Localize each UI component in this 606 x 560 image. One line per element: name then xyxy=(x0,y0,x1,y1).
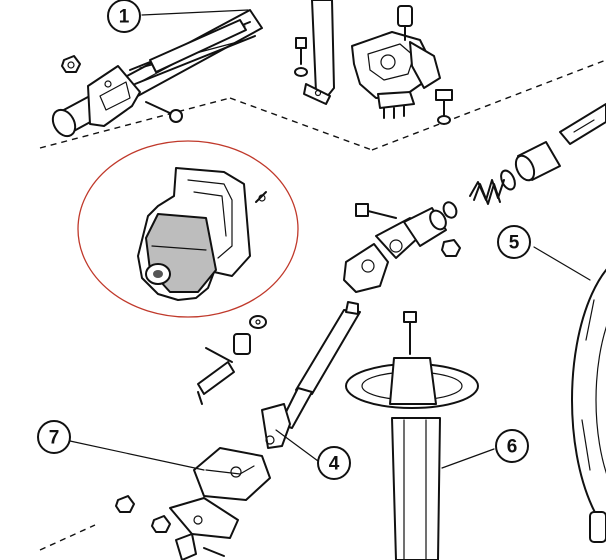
upper-steering-shaft xyxy=(559,103,606,145)
universal-joint xyxy=(343,203,461,293)
highlight-circle xyxy=(77,140,299,318)
callout-6-label: 6 xyxy=(507,437,518,458)
callout-4: 4 xyxy=(317,446,351,480)
intermediate-shaft xyxy=(261,301,361,449)
dashed-boundaries xyxy=(39,59,606,551)
callout-4-label: 4 xyxy=(329,454,340,475)
callout-1-label: 1 xyxy=(119,7,130,28)
callout-7: 7 xyxy=(37,420,71,454)
callout-1: 1 xyxy=(107,0,141,33)
steering-column-tube xyxy=(51,9,263,138)
shaft-small-parts xyxy=(197,315,267,405)
brake-disc xyxy=(571,268,606,543)
ignition-lock-assembly xyxy=(351,5,453,125)
callout-6: 6 xyxy=(495,429,529,463)
callout-5-label: 5 xyxy=(509,233,520,254)
shaft-spring-and-bush xyxy=(442,141,561,219)
strut-assembly xyxy=(345,311,479,560)
callout-5: 5 xyxy=(497,225,531,259)
column-support-post xyxy=(303,0,335,105)
post-bolt xyxy=(294,37,308,77)
steering-rack-clamp xyxy=(115,447,271,560)
highlighted-rubber-mount xyxy=(137,167,267,301)
leader-lines xyxy=(69,9,591,471)
callout-7-label: 7 xyxy=(49,428,60,449)
